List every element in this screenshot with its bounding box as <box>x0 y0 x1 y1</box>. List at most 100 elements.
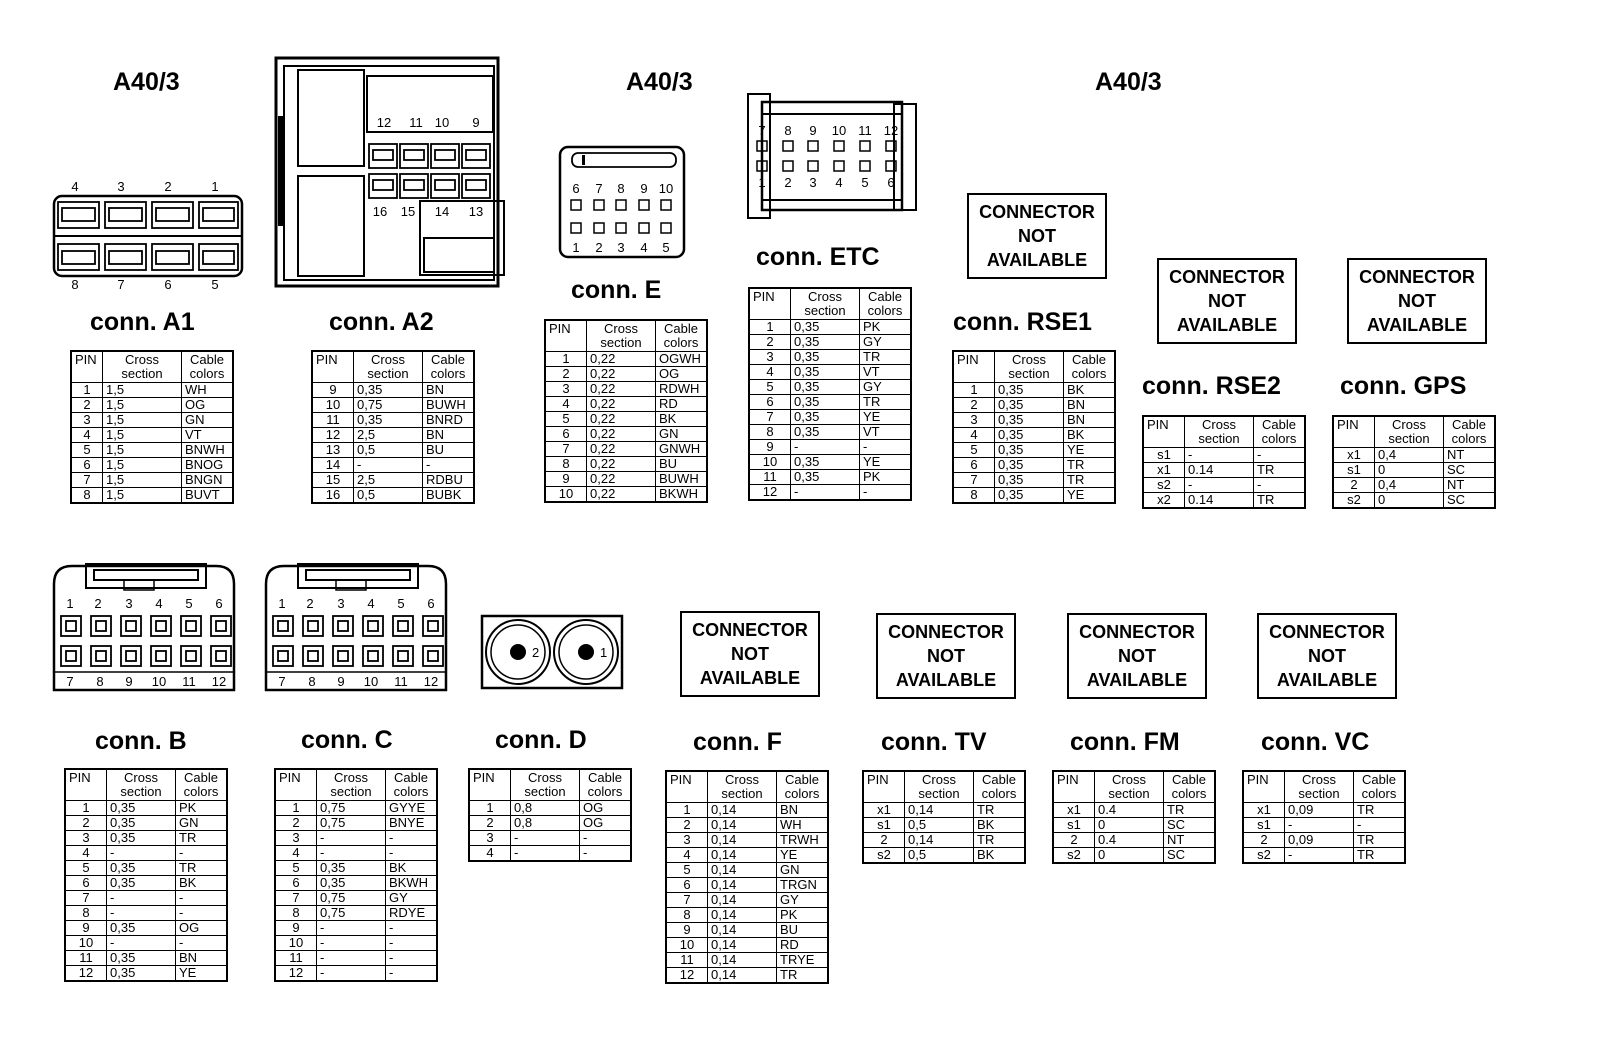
pin-cell: 2 <box>1052 832 1095 848</box>
na-line: AVAILABLE <box>986 250 1088 270</box>
table-row: s1-- <box>1142 447 1306 463</box>
pin-label: 1 <box>66 596 73 611</box>
pin-label: 1 <box>572 240 579 255</box>
na-line: NOT <box>927 646 965 666</box>
cross-section-cell: 0,22 <box>586 366 656 382</box>
pin-label: 4 <box>71 179 78 194</box>
cross-section-cell: 0,14 <box>707 967 777 984</box>
cross-section-header: Cross section <box>1284 770 1354 803</box>
pin-label: 12 <box>884 123 898 138</box>
cross-section-header: Cross section <box>1184 415 1254 448</box>
cable-color-cell: - <box>422 457 475 473</box>
cross-section-cell: 0,35 <box>790 409 860 425</box>
cross-section-cell: 0,35 <box>106 920 176 936</box>
cross-section-cell: 1,5 <box>102 427 182 443</box>
cross-section-cell: 0,35 <box>994 412 1064 428</box>
pin-cell: 9 <box>274 920 317 936</box>
cross-section-header: Cross section <box>1094 770 1164 803</box>
pin-cell: 7 <box>544 441 587 457</box>
na-line: CONNECTOR <box>692 620 808 640</box>
cable-color-cell: TR <box>1253 492 1306 509</box>
cross-section-cell: - <box>510 845 580 862</box>
cross-section-cell: 0,35 <box>790 349 860 365</box>
cable-color-cell: BN <box>175 950 228 966</box>
cable-color-cell: - <box>1253 477 1306 493</box>
cable-color-cell: TR <box>1063 472 1116 488</box>
cross-section-cell: - <box>106 905 176 921</box>
pin-label: 10 <box>832 123 846 138</box>
cable-color-cell: BK <box>973 817 1026 833</box>
cable-color-cell: PK <box>859 319 912 335</box>
pin-cell: 3 <box>70 412 103 428</box>
pin-cell: x1 <box>1052 802 1095 818</box>
cable-color-cell: VT <box>181 427 234 443</box>
cross-section-cell: 0,35 <box>994 457 1064 473</box>
cable-color-cell: - <box>175 905 228 921</box>
pin-cell: s2 <box>1142 477 1185 493</box>
pin-label: 2 <box>94 596 101 611</box>
pin-cell: 11 <box>274 950 317 966</box>
pin-cell: 12 <box>665 967 708 984</box>
cable-color-cell: TRGN <box>776 877 829 893</box>
cable-color-cell: BK <box>655 411 708 427</box>
cross-section-cell: 0,35 <box>353 412 423 428</box>
pin-label: 13 <box>469 204 483 219</box>
cross-section-cell: 0.14 <box>1184 462 1254 478</box>
cable-color-cell: YE <box>776 847 829 863</box>
pin-cell: 4 <box>952 427 995 443</box>
cross-section-cell: 0,35 <box>106 815 176 831</box>
pin-cell: 5 <box>64 860 107 876</box>
pin-header: PIN <box>665 770 708 803</box>
pin-label: 5 <box>397 596 404 611</box>
pin-cell: s1 <box>1142 447 1185 463</box>
pin-cell: 12 <box>311 427 354 443</box>
pin-label: 3 <box>125 596 132 611</box>
cable-color-cell: GN <box>776 862 829 878</box>
pin-cell: s1 <box>1052 817 1095 833</box>
cable-color-cell: TR <box>1353 832 1406 848</box>
cross-section-cell: 0,35 <box>790 379 860 395</box>
pin-header: PIN <box>311 350 354 383</box>
pin-label: 9 <box>337 674 344 689</box>
pin-header: PIN <box>544 319 587 352</box>
table-row: 11-- <box>274 950 438 966</box>
na-line: CONNECTOR <box>979 202 1095 222</box>
cable-color-cell: - <box>385 920 438 936</box>
cable-color-cell: VT <box>859 364 912 380</box>
cross-section-cell: 0 <box>1374 462 1444 478</box>
pin-cell: 10 <box>544 486 587 503</box>
pin-label: 11 <box>182 674 196 689</box>
cross-section-cell: 0,14 <box>707 877 777 893</box>
cross-section-cell: - <box>1184 477 1254 493</box>
cable-color-cell: YE <box>1063 487 1116 504</box>
cross-section-cell: 0,35 <box>994 397 1064 413</box>
pin-label: 4 <box>155 596 162 611</box>
cable-color-cell: YE <box>1063 442 1116 458</box>
cross-section-cell: 0,4 <box>1374 477 1444 493</box>
pin-cell: 7 <box>665 892 708 908</box>
pin-label: 14 <box>435 204 449 219</box>
connector-b-drawing: 1 2 3 4 5 6 7 8 9 10 11 12 <box>52 563 236 692</box>
cable-color-cell: GY <box>776 892 829 908</box>
pin-cell: 1 <box>64 800 107 816</box>
